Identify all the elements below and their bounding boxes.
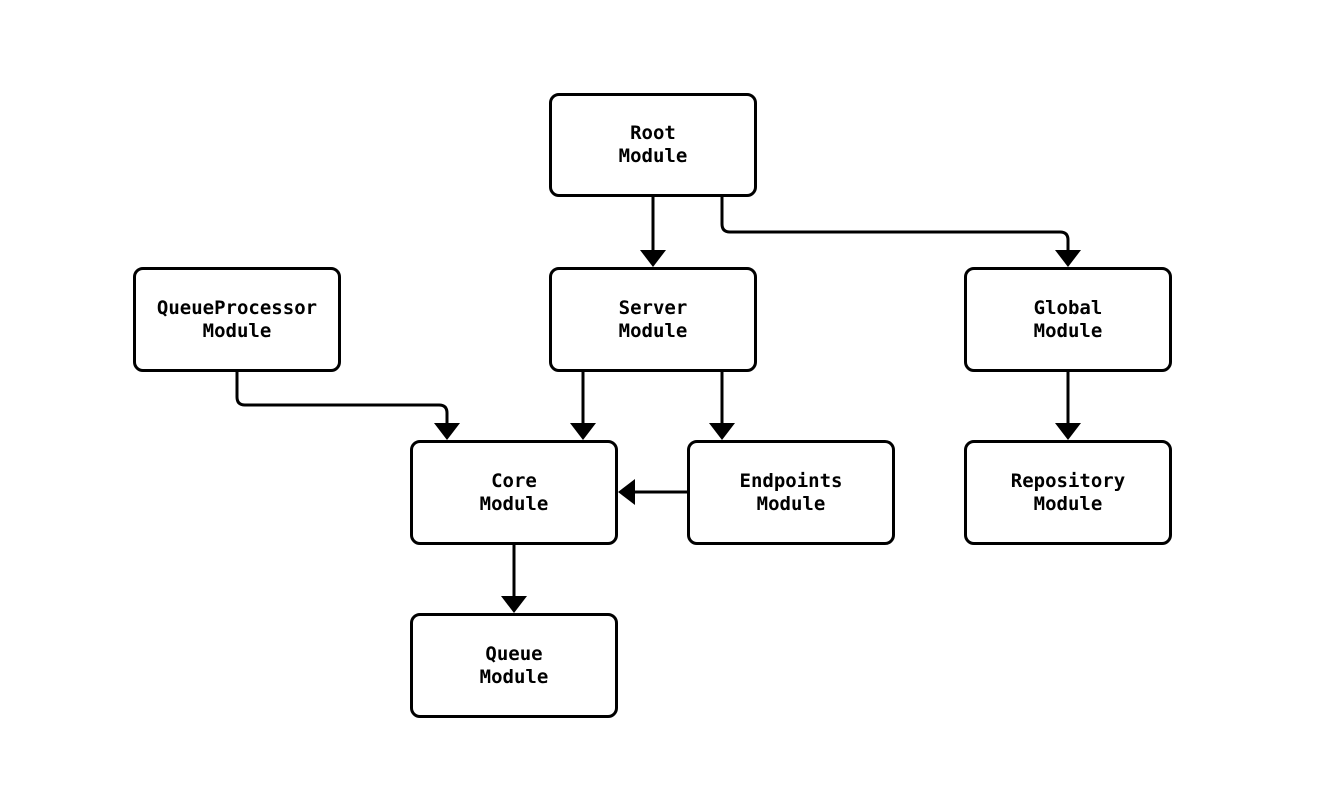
edge-server-to-core	[570, 372, 596, 440]
node-server-module: Server Module	[549, 267, 757, 372]
edge-queueprocessor-to-core	[235, 372, 460, 440]
node-core-module: Core Module	[410, 440, 618, 545]
node-label-line2: Module	[756, 492, 826, 515]
node-queueprocessor-module: QueueProcessor Module	[133, 267, 341, 372]
node-root-module: Root Module	[549, 93, 757, 197]
node-label-line1: Repository	[1010, 469, 1126, 492]
node-label-line1: QueueProcessor	[156, 296, 318, 319]
node-label-line1: Queue	[485, 642, 543, 665]
node-endpoints-module: Endpoints Module	[687, 440, 895, 545]
node-repository-module: Repository Module	[964, 440, 1172, 545]
node-label-line2: Module	[479, 665, 549, 688]
edge-global-to-repository	[1055, 372, 1081, 440]
node-label-line1: Endpoints	[739, 469, 843, 492]
node-label-line2: Module	[618, 319, 688, 342]
node-queue-module: Queue Module	[410, 613, 618, 718]
node-label-line1: Core	[491, 469, 537, 492]
node-label-line2: Module	[479, 492, 549, 515]
node-label-line2: Module	[1033, 319, 1103, 342]
edge-root-to-global	[720, 197, 1081, 267]
edge-endpoints-to-core	[618, 479, 687, 505]
node-label-line1: Root	[630, 122, 676, 144]
node-global-module: Global Module	[964, 267, 1172, 372]
edge-core-to-queue	[501, 545, 527, 613]
node-label-line1: Server	[618, 296, 688, 319]
node-label-line2: Module	[1033, 492, 1103, 515]
node-label-line2: Module	[618, 145, 688, 167]
node-label-line1: Global	[1033, 296, 1103, 319]
edge-root-to-server	[640, 197, 666, 267]
edge-server-to-endpoints	[709, 372, 735, 440]
node-label-line2: Module	[202, 319, 272, 342]
